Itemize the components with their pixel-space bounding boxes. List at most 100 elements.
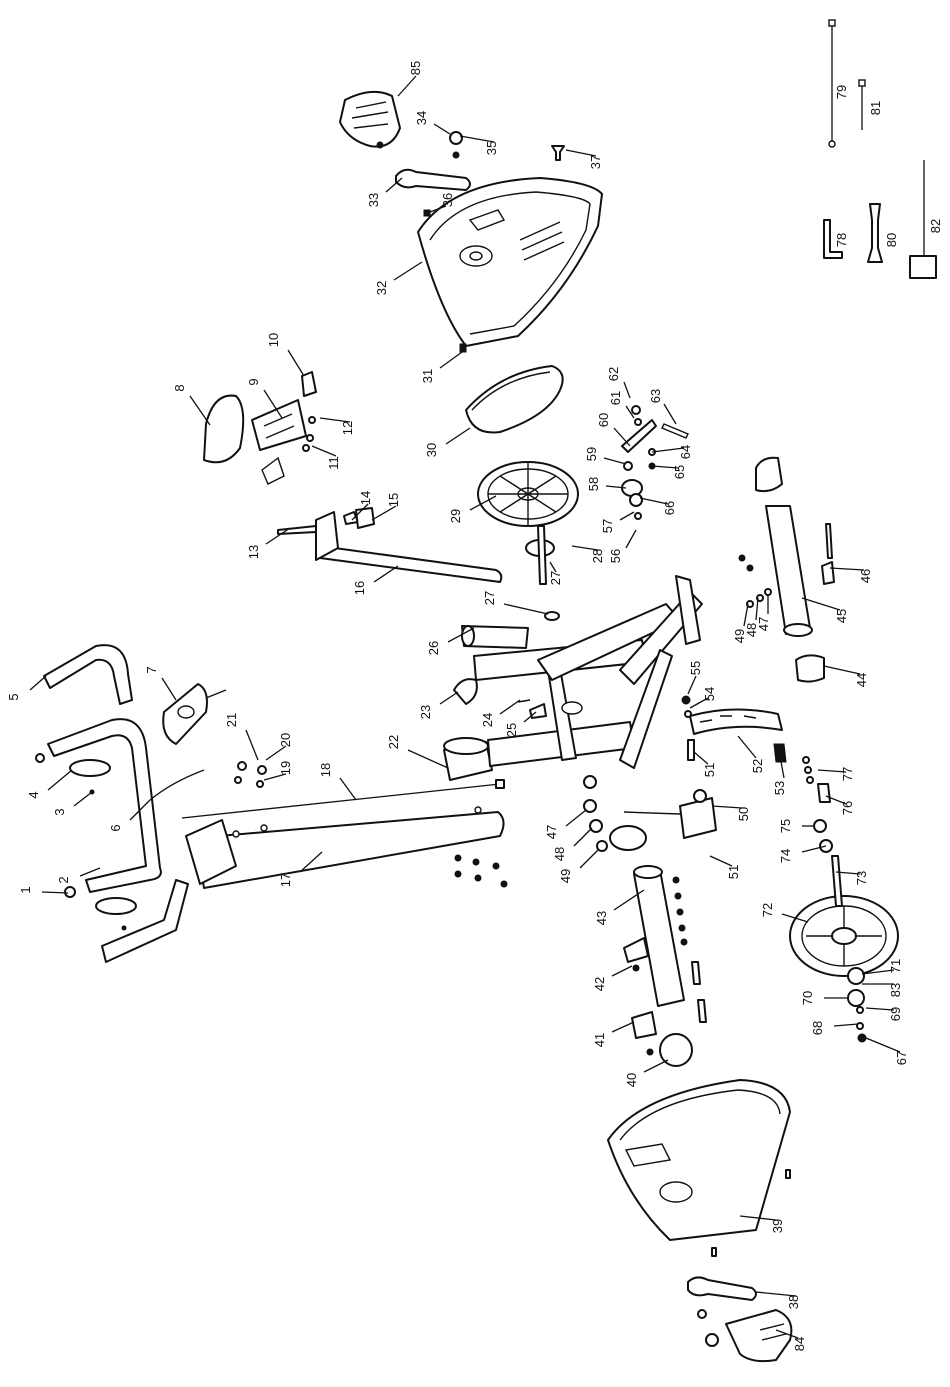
callout-c27a: 27 <box>482 591 497 605</box>
callout-c37: 37 <box>588 155 603 169</box>
callout-c17: 17 <box>278 873 293 887</box>
tension-knob-small <box>454 679 477 704</box>
crank-nut-right <box>698 1310 706 1318</box>
callout-c41: 41 <box>592 1033 607 1047</box>
side-label-p79: 79 <box>834 85 849 99</box>
callout-c45: 45 <box>834 609 849 623</box>
callout-c13: 13 <box>246 545 261 559</box>
leader-c85 <box>398 76 416 96</box>
callout-c4: 4 <box>26 791 41 798</box>
wrench <box>868 204 882 262</box>
callout-c54: 54 <box>702 687 717 701</box>
callout-c48b: 48 <box>552 847 567 861</box>
callout-c23: 23 <box>418 705 433 719</box>
callout-c12: 12 <box>340 421 355 435</box>
leader-c27b <box>550 562 556 572</box>
callout-c63: 63 <box>648 389 663 403</box>
leader-c41 <box>612 1022 634 1032</box>
screw-36 <box>424 210 430 216</box>
callout-c25: 25 <box>504 723 519 737</box>
leader-c67 <box>866 1038 900 1052</box>
pedal-top <box>340 92 400 148</box>
callout-c30: 30 <box>424 443 439 457</box>
callout-c11: 11 <box>326 456 341 470</box>
leader-c68 <box>834 1024 858 1026</box>
callout-c56: 56 <box>608 549 623 563</box>
callout-c47b: 47 <box>544 825 559 839</box>
leader-c30 <box>446 428 470 444</box>
leader-c49b <box>580 850 598 868</box>
side-label-p82: 82 <box>928 219 943 233</box>
leader-c57 <box>620 512 634 520</box>
callout-c39: 39 <box>770 1219 785 1233</box>
tension-assembly <box>622 406 688 519</box>
callout-c52: 52 <box>750 759 765 773</box>
callout-c51a: 51 <box>702 763 717 777</box>
pedal-bottom <box>726 1310 791 1361</box>
leader-c5 <box>30 676 46 690</box>
magnet-bracket <box>682 696 786 762</box>
callout-c71: 71 <box>888 959 903 973</box>
callout-c62: 62 <box>606 367 621 381</box>
callout-c73: 73 <box>854 871 869 885</box>
callout-c75: 75 <box>778 819 793 833</box>
leader-c51a <box>694 752 708 764</box>
leader-c47b <box>566 810 586 826</box>
lower-handlebar <box>48 719 188 962</box>
callout-c31: 31 <box>420 369 435 383</box>
callout-c27b: 27 <box>548 571 563 585</box>
leader-c23 <box>440 692 458 704</box>
screw-right-1 <box>786 1170 790 1178</box>
callout-c32: 32 <box>374 281 389 295</box>
callout-c55: 55 <box>688 661 703 675</box>
callout-c60: 60 <box>596 413 611 427</box>
leader-c8 <box>190 396 210 425</box>
leader-c42 <box>612 966 632 976</box>
leader-c27a <box>504 604 548 614</box>
bolt-cluster <box>455 855 507 887</box>
leader-c10 <box>288 350 304 376</box>
callout-c19: 19 <box>278 761 293 775</box>
leader-c11 <box>312 446 336 456</box>
handlebar-grips <box>36 754 136 930</box>
callout-c57: 57 <box>600 519 615 533</box>
callout-c46: 46 <box>858 569 873 583</box>
callout-c49b: 49 <box>558 869 573 883</box>
leader-c48a <box>756 598 758 620</box>
sensor-wire-81 <box>859 80 865 130</box>
callout-c24: 24 <box>480 713 495 727</box>
rear-stabilizer <box>756 458 834 682</box>
leader-c56 <box>626 530 636 548</box>
callout-c28: 28 <box>590 549 605 563</box>
callout-c18: 18 <box>318 763 333 777</box>
callout-c61: 61 <box>608 391 623 405</box>
callout-c29: 29 <box>448 509 463 523</box>
callout-c38: 38 <box>786 1295 801 1309</box>
side-label-p78: 78 <box>834 233 849 247</box>
callout-c26: 26 <box>426 641 441 655</box>
leader-c3 <box>74 792 92 806</box>
callout-c84: 84 <box>792 1337 807 1351</box>
callout-c15: 15 <box>386 493 401 507</box>
callout-c20: 20 <box>278 733 293 747</box>
sensor-wire-79 <box>829 20 835 147</box>
cover-screw <box>552 146 564 160</box>
housing-right <box>608 1080 790 1240</box>
callout-c49a: 49 <box>732 629 747 643</box>
callout-c40: 40 <box>624 1073 639 1087</box>
callout-c16: 16 <box>352 581 367 595</box>
callout-c66: 66 <box>662 501 677 515</box>
callout-c68: 68 <box>810 1021 825 1035</box>
crank-arm-right <box>688 1277 756 1300</box>
callout-c58: 58 <box>586 477 601 491</box>
crank-arm-left <box>396 170 470 190</box>
washer-set <box>235 762 266 787</box>
leader-c34 <box>434 124 450 134</box>
computer-console <box>163 684 226 744</box>
callout-c9: 9 <box>246 378 261 385</box>
callout-c72: 72 <box>760 903 775 917</box>
callout-c53: 53 <box>772 781 787 795</box>
computer-cable <box>182 784 500 818</box>
leader-c31 <box>440 352 462 368</box>
